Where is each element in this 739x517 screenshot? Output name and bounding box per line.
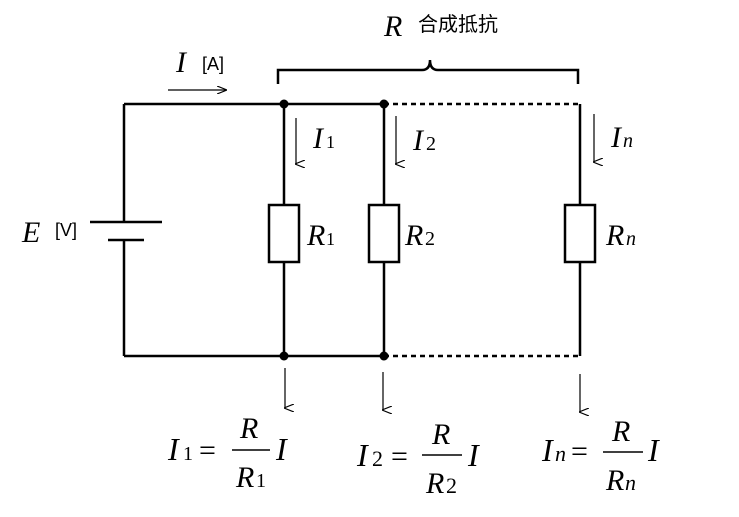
svg-text:R: R: [605, 219, 624, 252]
svg-text:I: I: [356, 437, 369, 473]
svg-text:I: I: [412, 124, 425, 157]
resistor-2: [367, 203, 401, 264]
total-current-symbol: I: [175, 46, 188, 79]
svg-text:R: R: [611, 415, 630, 448]
junction-node: [379, 351, 389, 361]
combined-resistance-symbol: R: [383, 10, 402, 43]
resistor-1-label: R 1: [306, 219, 335, 252]
equation-1: I 1 = R R 1 I: [167, 412, 288, 494]
junction-node: [379, 99, 389, 109]
svg-text:I: I: [467, 437, 480, 473]
svg-text:n: n: [625, 470, 636, 495]
svg-text:=: =: [571, 435, 588, 468]
resistor-1: [267, 203, 301, 264]
svg-text:2: 2: [425, 228, 435, 250]
equation-n: I n = R R n I: [541, 415, 660, 497]
total-current-unit: [A]: [202, 54, 224, 74]
branch-1-current-label: I 1: [312, 122, 335, 155]
svg-text:I: I: [610, 121, 623, 154]
total-current-label: I [A]: [175, 46, 224, 79]
voltage-source-unit: [V]: [55, 220, 77, 240]
svg-text:R: R: [404, 219, 423, 252]
svg-text:R: R: [235, 461, 254, 494]
svg-text:I: I: [647, 432, 660, 468]
junction-node: [279, 99, 289, 109]
resistor-n: [563, 203, 597, 264]
svg-text:n: n: [623, 130, 633, 152]
svg-text:2: 2: [446, 473, 457, 498]
voltage-source-symbol: E: [21, 216, 40, 249]
svg-text:I: I: [312, 122, 325, 155]
branch-n-current-label: I n: [610, 121, 633, 154]
svg-text:R: R: [239, 412, 258, 445]
combined-resistance-text: 合成抵抗: [418, 13, 498, 36]
junction-node: [279, 351, 289, 361]
svg-text:I: I: [167, 431, 180, 467]
branch-2-current-label: I 2: [412, 124, 436, 157]
svg-text:2: 2: [426, 133, 436, 155]
combined-resistance-brace: [276, 59, 580, 84]
svg-text:R: R: [425, 467, 444, 500]
svg-text:R: R: [605, 464, 624, 497]
svg-text:1: 1: [256, 470, 266, 492]
svg-text:R: R: [306, 219, 325, 252]
voltage-source-label: E [V]: [21, 216, 77, 249]
svg-text:I: I: [275, 431, 288, 467]
combined-resistance-label: R 合成抵抗: [383, 10, 498, 43]
svg-text:=: =: [199, 434, 216, 467]
svg-text:1: 1: [183, 443, 193, 465]
svg-text:I: I: [541, 432, 554, 468]
equation-2: I 2 = R R 2 I: [356, 418, 480, 500]
resistor-n-label: R n: [605, 219, 636, 252]
svg-text:1: 1: [326, 229, 335, 249]
svg-text:n: n: [626, 228, 636, 250]
svg-text:R: R: [431, 418, 450, 451]
svg-text:n: n: [555, 441, 566, 466]
svg-text:1: 1: [326, 132, 335, 152]
svg-text:=: =: [391, 440, 408, 473]
resistor-2-label: R 2: [404, 219, 435, 252]
svg-text:2: 2: [372, 446, 383, 471]
